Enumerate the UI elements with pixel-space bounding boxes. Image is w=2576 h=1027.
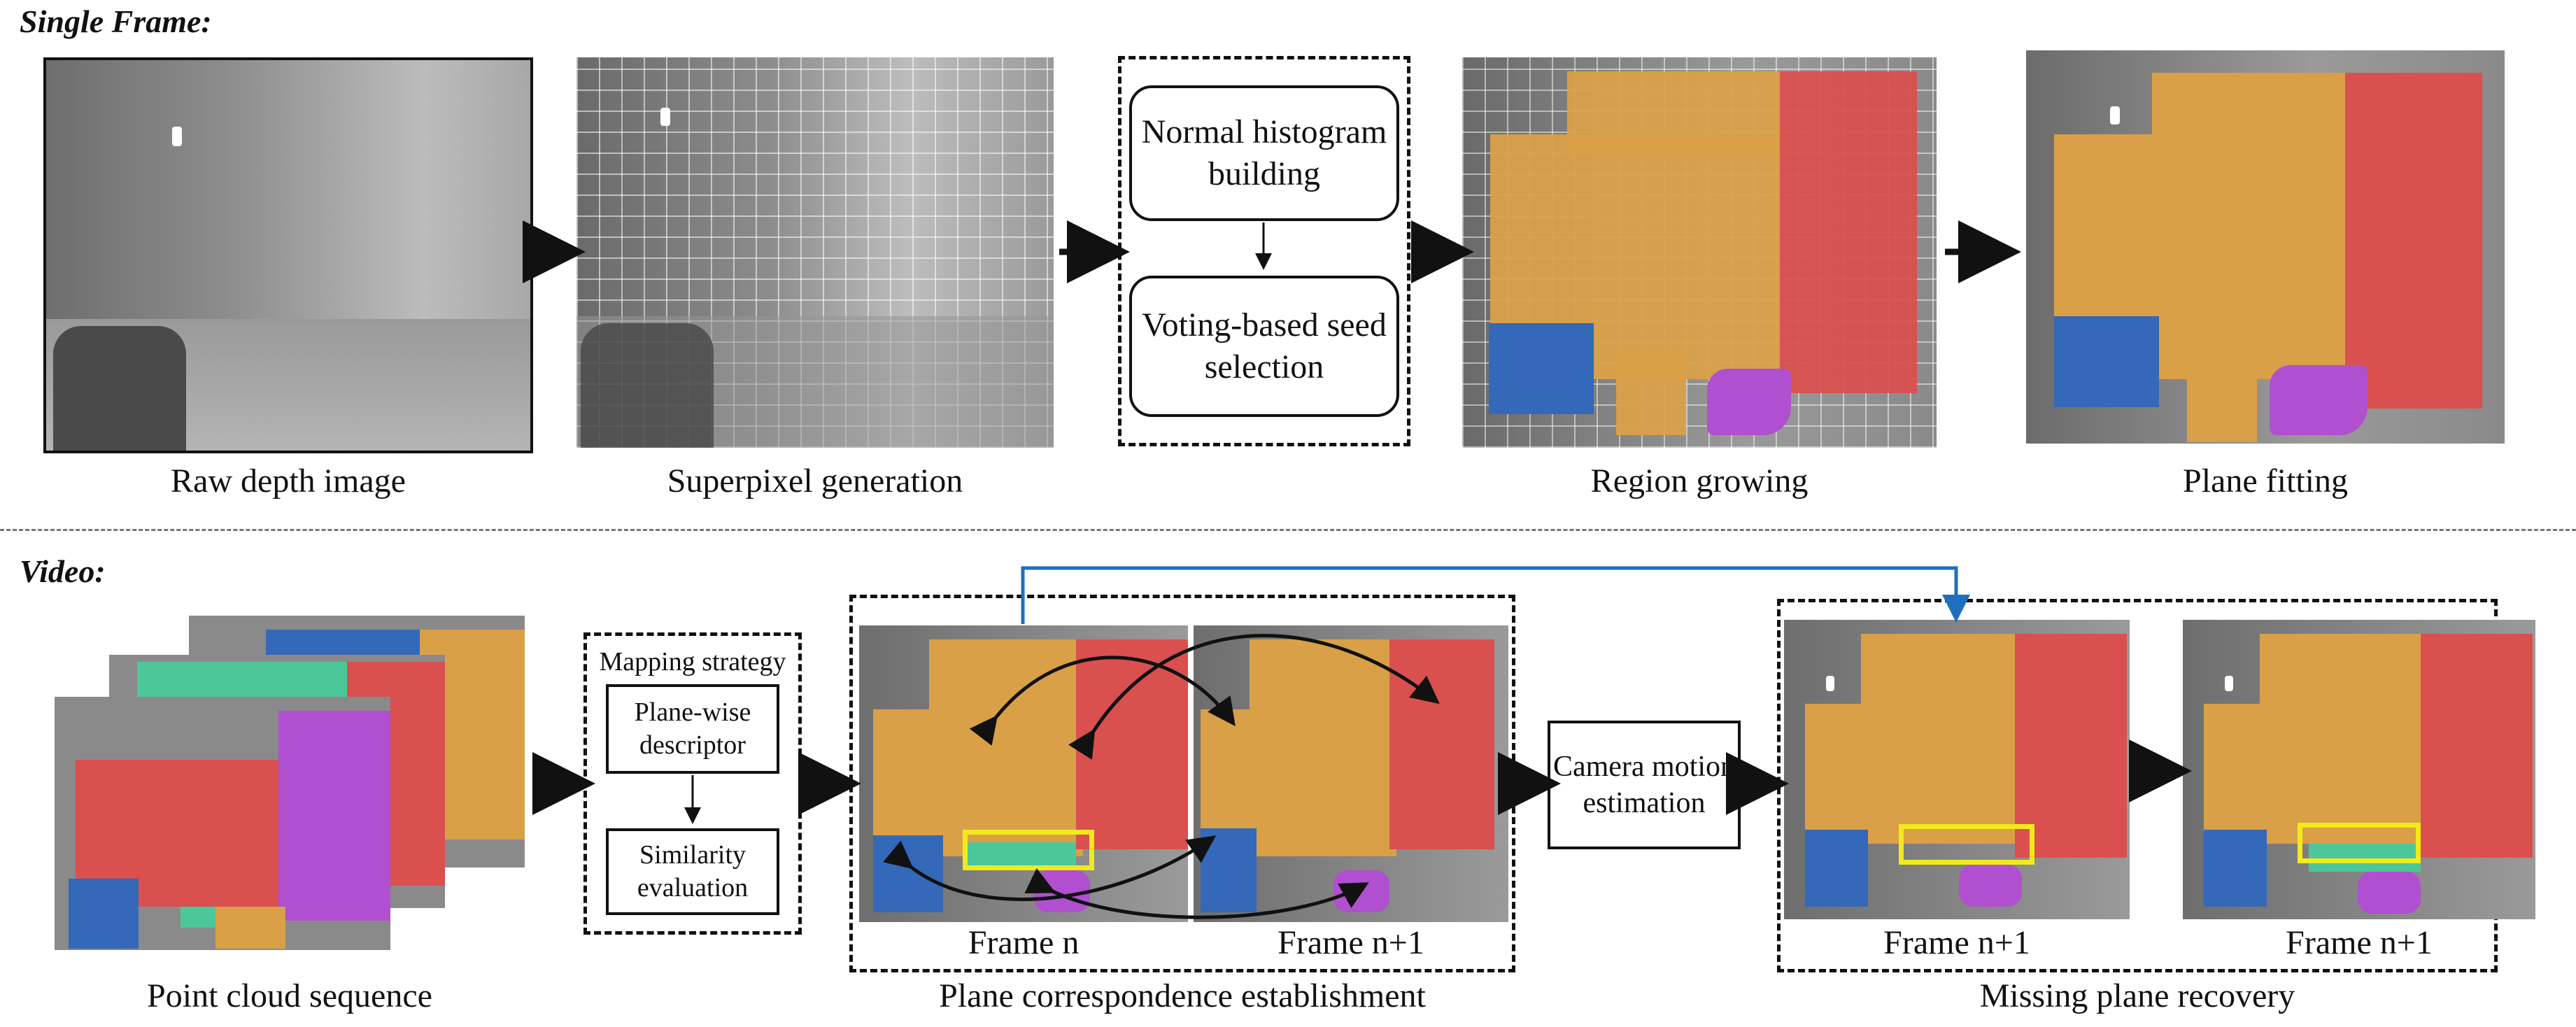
- label-recovery-frame-a: Frame n+1: [1883, 924, 2030, 961]
- camera-motion-label: Camera motion estimation: [1552, 750, 1736, 820]
- recovery-frame-b-image: [2183, 620, 2535, 919]
- highlight-box-recovery-a: [1899, 824, 2034, 865]
- corr-arrow-4: [1024, 867, 1369, 919]
- caption-raw-depth-image: Raw depth image: [171, 462, 406, 500]
- corr-arrow-3: [883, 835, 1217, 901]
- caption-plane-correspondence: Plane correspondence establishment: [939, 977, 1426, 1014]
- caption-plane-fitting: Plane fitting: [2183, 462, 2348, 500]
- highlight-box-recovery-b: [2298, 823, 2421, 863]
- label-recovery-frame-b: Frame n+1: [2286, 924, 2433, 961]
- normal-histogram-label: Normal histogram building: [1141, 113, 1387, 192]
- section-divider: [0, 529, 2576, 531]
- voting-seed-label: Voting-based seed selection: [1142, 306, 1387, 385]
- section-title-single-frame: Single Frame:: [20, 3, 212, 39]
- corr-arrow-1: [969, 656, 1236, 746]
- label-frame-n1: Frame n+1: [1278, 924, 1424, 961]
- point-cloud-frame-front: [55, 697, 390, 950]
- similarity-evaluation-label: Similarity evaluation: [637, 840, 749, 903]
- normal-histogram-box: Normal histogram building: [1129, 85, 1399, 221]
- caption-superpixel: Superpixel generation: [667, 462, 963, 500]
- plane-descriptor-box: Plane-wise descriptor: [606, 684, 779, 774]
- blue-feedback-arrow: [1021, 566, 1970, 624]
- plane-descriptor-label: Plane-wise descriptor: [634, 697, 751, 760]
- plane-fitting-image: [2026, 50, 2505, 444]
- region-growing-image: [1462, 57, 1937, 448]
- mapping-strategy-title: Mapping strategy: [599, 647, 786, 677]
- section-title-video: Video:: [20, 553, 106, 589]
- voting-seed-box: Voting-based seed selection: [1129, 276, 1399, 417]
- corr-arrow-2: [1068, 634, 1440, 760]
- caption-point-cloud-sequence: Point cloud sequence: [147, 977, 432, 1014]
- caption-missing-plane-recovery: Missing plane recovery: [1979, 977, 2295, 1014]
- camera-motion-box: Camera motion estimation: [1548, 721, 1741, 849]
- superpixel-image: [576, 57, 1054, 448]
- label-frame-n: Frame n: [968, 924, 1080, 961]
- caption-region-growing: Region growing: [1590, 462, 1809, 500]
- recovery-frame-a-image: [1784, 620, 2130, 919]
- raw-depth-image: [43, 57, 533, 453]
- similarity-evaluation-box: Similarity evaluation: [606, 828, 779, 915]
